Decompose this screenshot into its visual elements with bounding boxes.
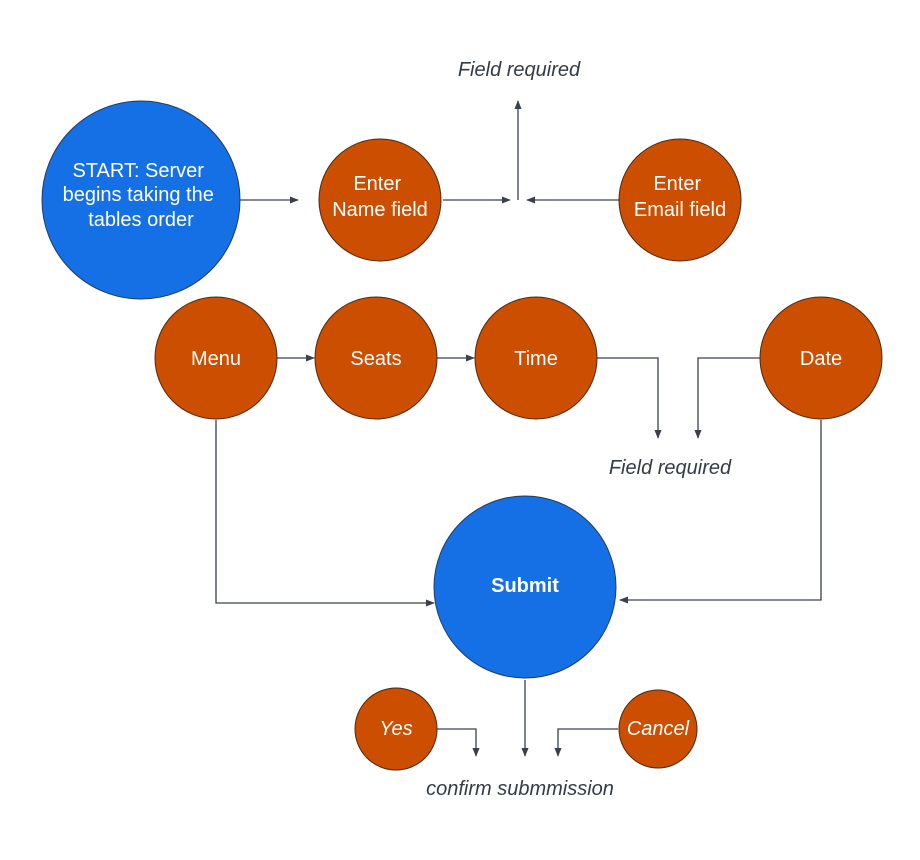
time-node: Time	[474, 296, 598, 420]
seats-node-label: Seats	[350, 348, 401, 370]
email-field-node-line-2: Email field	[634, 199, 726, 221]
yes-node: Yes	[354, 687, 438, 771]
svg-text:Date: Date	[800, 348, 842, 370]
yes-node-circle	[354, 687, 438, 771]
svg-text:Submit: Submit	[491, 575, 559, 597]
time-node-label: Time	[514, 348, 558, 370]
start-node-line-1: START: Server	[72, 160, 204, 182]
edge-date-to-field-required	[694, 357, 760, 439]
svg-text:Enter Name field: Enter Name field	[332, 173, 428, 221]
email-field-node-line-1: Enter	[653, 173, 701, 195]
time-node-circle	[474, 296, 598, 420]
cancel-node-label: Cancel	[627, 718, 690, 740]
seats-node: Seats	[314, 296, 438, 420]
note-confirm-submission: confirm submmission	[426, 778, 614, 800]
date-node-circle	[759, 296, 883, 420]
cancel-node-circle	[618, 689, 698, 769]
name-field-node: Enter Name field	[318, 138, 442, 262]
menu-node-label: Menu	[191, 348, 241, 370]
edge-menu-to-submit	[215, 420, 435, 607]
svg-text:START: Server begins tak: START: Server begins taking the tables o…	[63, 160, 220, 231]
name-field-node-circle	[318, 138, 442, 262]
submit-node-circle	[433, 495, 617, 679]
svg-text:Time: Time	[514, 348, 558, 370]
svg-text:Seats: Seats	[350, 348, 401, 370]
menu-node: Menu	[154, 296, 278, 420]
email-field-node: Enter Email field	[618, 138, 742, 262]
edge-time-to-field-required	[596, 357, 662, 439]
note-field-required-middle: Field required	[609, 457, 732, 479]
submit-node: Submit	[433, 495, 617, 679]
start-node-circle	[41, 100, 241, 300]
start-node-line-2: begins taking the	[63, 184, 214, 206]
yes-node-label: Yes	[379, 718, 412, 740]
name-field-node-line-2: Name field	[332, 199, 428, 221]
svg-text:Menu: Menu	[191, 348, 241, 370]
submit-node-label: Submit	[491, 575, 559, 597]
svg-text:Cancel: Cancel	[627, 718, 690, 740]
svg-text:Yes: Yes	[379, 718, 412, 740]
seats-node-circle	[314, 296, 438, 420]
start-node-line-3: tables order	[88, 209, 194, 231]
date-node-label: Date	[800, 348, 842, 370]
edge-date-to-submit	[619, 420, 822, 604]
cancel-node: Cancel	[618, 689, 698, 769]
start-node: START: Server begins taking the tables o…	[41, 100, 241, 300]
edges	[215, 100, 822, 757]
note-field-required-top: Field required	[458, 59, 581, 81]
edge-yes-to-confirm	[436, 728, 480, 757]
name-field-node-line-1: Enter	[353, 173, 401, 195]
menu-node-circle	[154, 296, 278, 420]
edge-cancel-to-confirm	[554, 728, 618, 757]
svg-text:Enter Email field: Enter Email field	[634, 173, 726, 221]
email-field-node-circle	[618, 138, 742, 262]
date-node: Date	[759, 296, 883, 420]
